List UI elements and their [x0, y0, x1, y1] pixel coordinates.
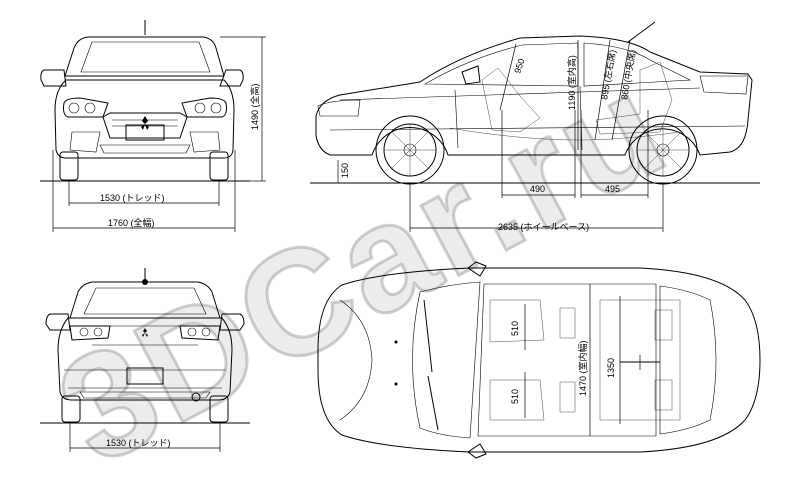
rear-tread-label: 1530 (トレッド) [106, 438, 171, 448]
front-seat-offset-label: 490 [530, 184, 545, 194]
front-view [40, 20, 266, 232]
seat-width-front-label: 510 [510, 321, 520, 336]
front-tread-label: 1530 (トレッド) [100, 193, 165, 203]
watermark: 3DCar.ru [31, 38, 693, 480]
top-view [317, 261, 761, 459]
side-view [310, 21, 760, 232]
rear-seat-offset-label: 495 [605, 184, 620, 194]
watermark-text: 3DCar.ru [33, 39, 692, 480]
interior-height-label: 1190 (室内高) [566, 55, 577, 110]
interior-width-label: 1470 (室内幅) [577, 340, 588, 396]
rear-seat-width-label: 1350 [606, 358, 616, 378]
ground-clearance-label: 150 [340, 163, 350, 178]
interior-height-front-label: 950 [512, 57, 526, 74]
overall-height-label: 1490 (全高) [249, 83, 260, 130]
seat-width-rear-label: 510 [510, 389, 520, 404]
rear-view [40, 268, 250, 452]
overall-width-label: 1760 (全幅) [108, 217, 155, 228]
wheelbase-label: 2635 (ホイールベース) [498, 222, 589, 232]
